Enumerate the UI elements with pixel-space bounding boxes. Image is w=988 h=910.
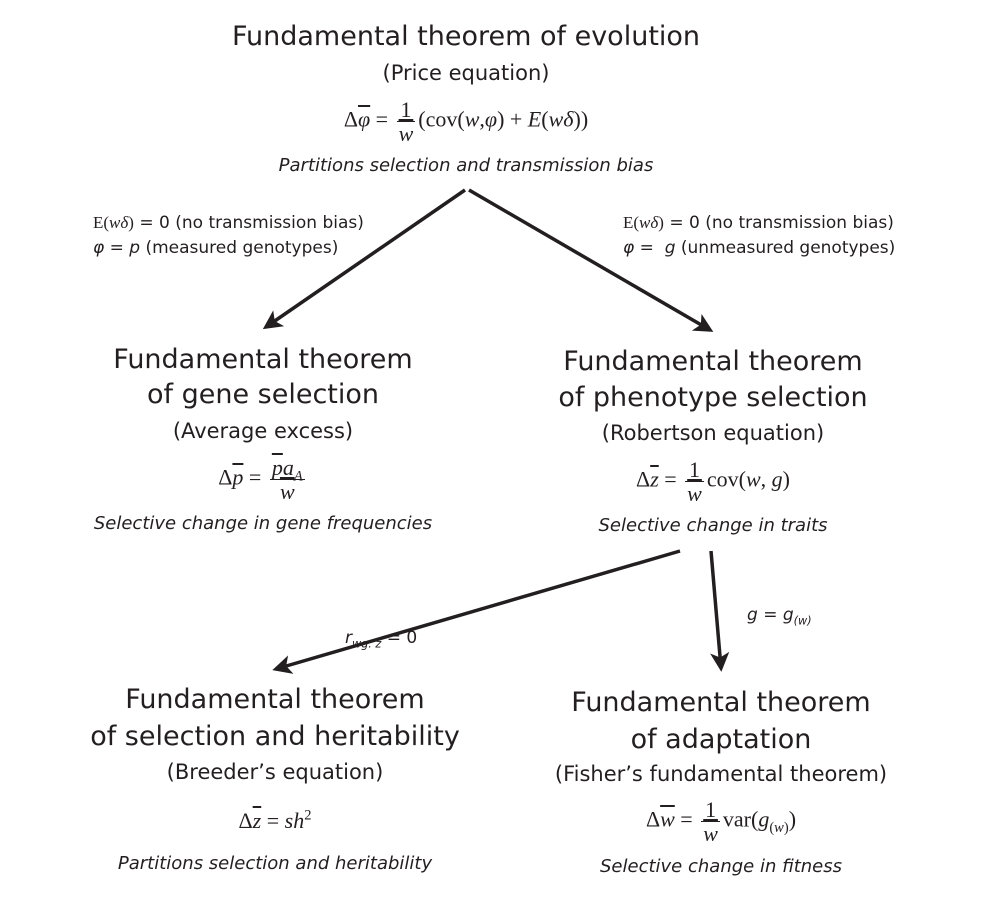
- adaptation-title-line2: of adaptation: [630, 724, 812, 755]
- phenotype-subtitle: (Robertson equation): [601, 421, 825, 445]
- heritability-title-line1: Fundamental theorem: [125, 684, 425, 715]
- heritability-title-line2: of selection and heritability: [90, 721, 460, 752]
- gene-subtitle: (Average excess): [172, 419, 354, 443]
- edge-right-condition-1: E(wδ) = 0 (no transmission bias): [623, 213, 894, 233]
- adaptation-title-line1: Fundamental theorem: [571, 687, 871, 718]
- arrow-root-to-phenotype: [468, 188, 714, 332]
- gene-title-line2: of gene selection: [146, 379, 380, 410]
- edge-right-condition-2: φ = g (unmeasured genotypes): [623, 238, 896, 258]
- phenotype-note: Selective change in traits: [598, 515, 828, 536]
- gene-note: Selective change in gene frequencies: [93, 513, 433, 534]
- gene-title-line1: Fundamental theorem: [113, 344, 413, 375]
- root-note: Partitions selection and transmission bi…: [278, 155, 654, 176]
- arrow-phenotype-to-adaptation: [709, 550, 730, 672]
- arrow-root-to-gene: [262, 188, 466, 330]
- phenotype-title-line2: of phenotype selection: [558, 382, 868, 413]
- phenotype-title-line1: Fundamental theorem: [563, 346, 863, 377]
- adaptation-note: Selective change in fitness: [600, 856, 842, 877]
- root-title: Fundamental theorem of evolution: [231, 21, 701, 52]
- heritability-equation: Δz = sh2: [238, 807, 312, 833]
- edge-left-condition-2: φ = p (measured genotypes): [93, 238, 339, 258]
- edge-heritability-label: rwg. z = 0: [345, 628, 418, 651]
- edge-left-condition-1: E(wδ) = 0 (no transmission bias): [93, 213, 364, 233]
- edge-adaptation-label: g = g(w): [747, 605, 812, 628]
- root-subtitle: (Price equation): [382, 61, 550, 85]
- adaptation-subtitle: (Fisher’s fundamental theorem): [554, 762, 888, 786]
- heritability-subtitle: (Breeder’s equation): [166, 760, 384, 784]
- heritability-note: Partitions selection and heritability: [117, 853, 433, 874]
- arrow-phenotype-to-heritability: [272, 549, 681, 674]
